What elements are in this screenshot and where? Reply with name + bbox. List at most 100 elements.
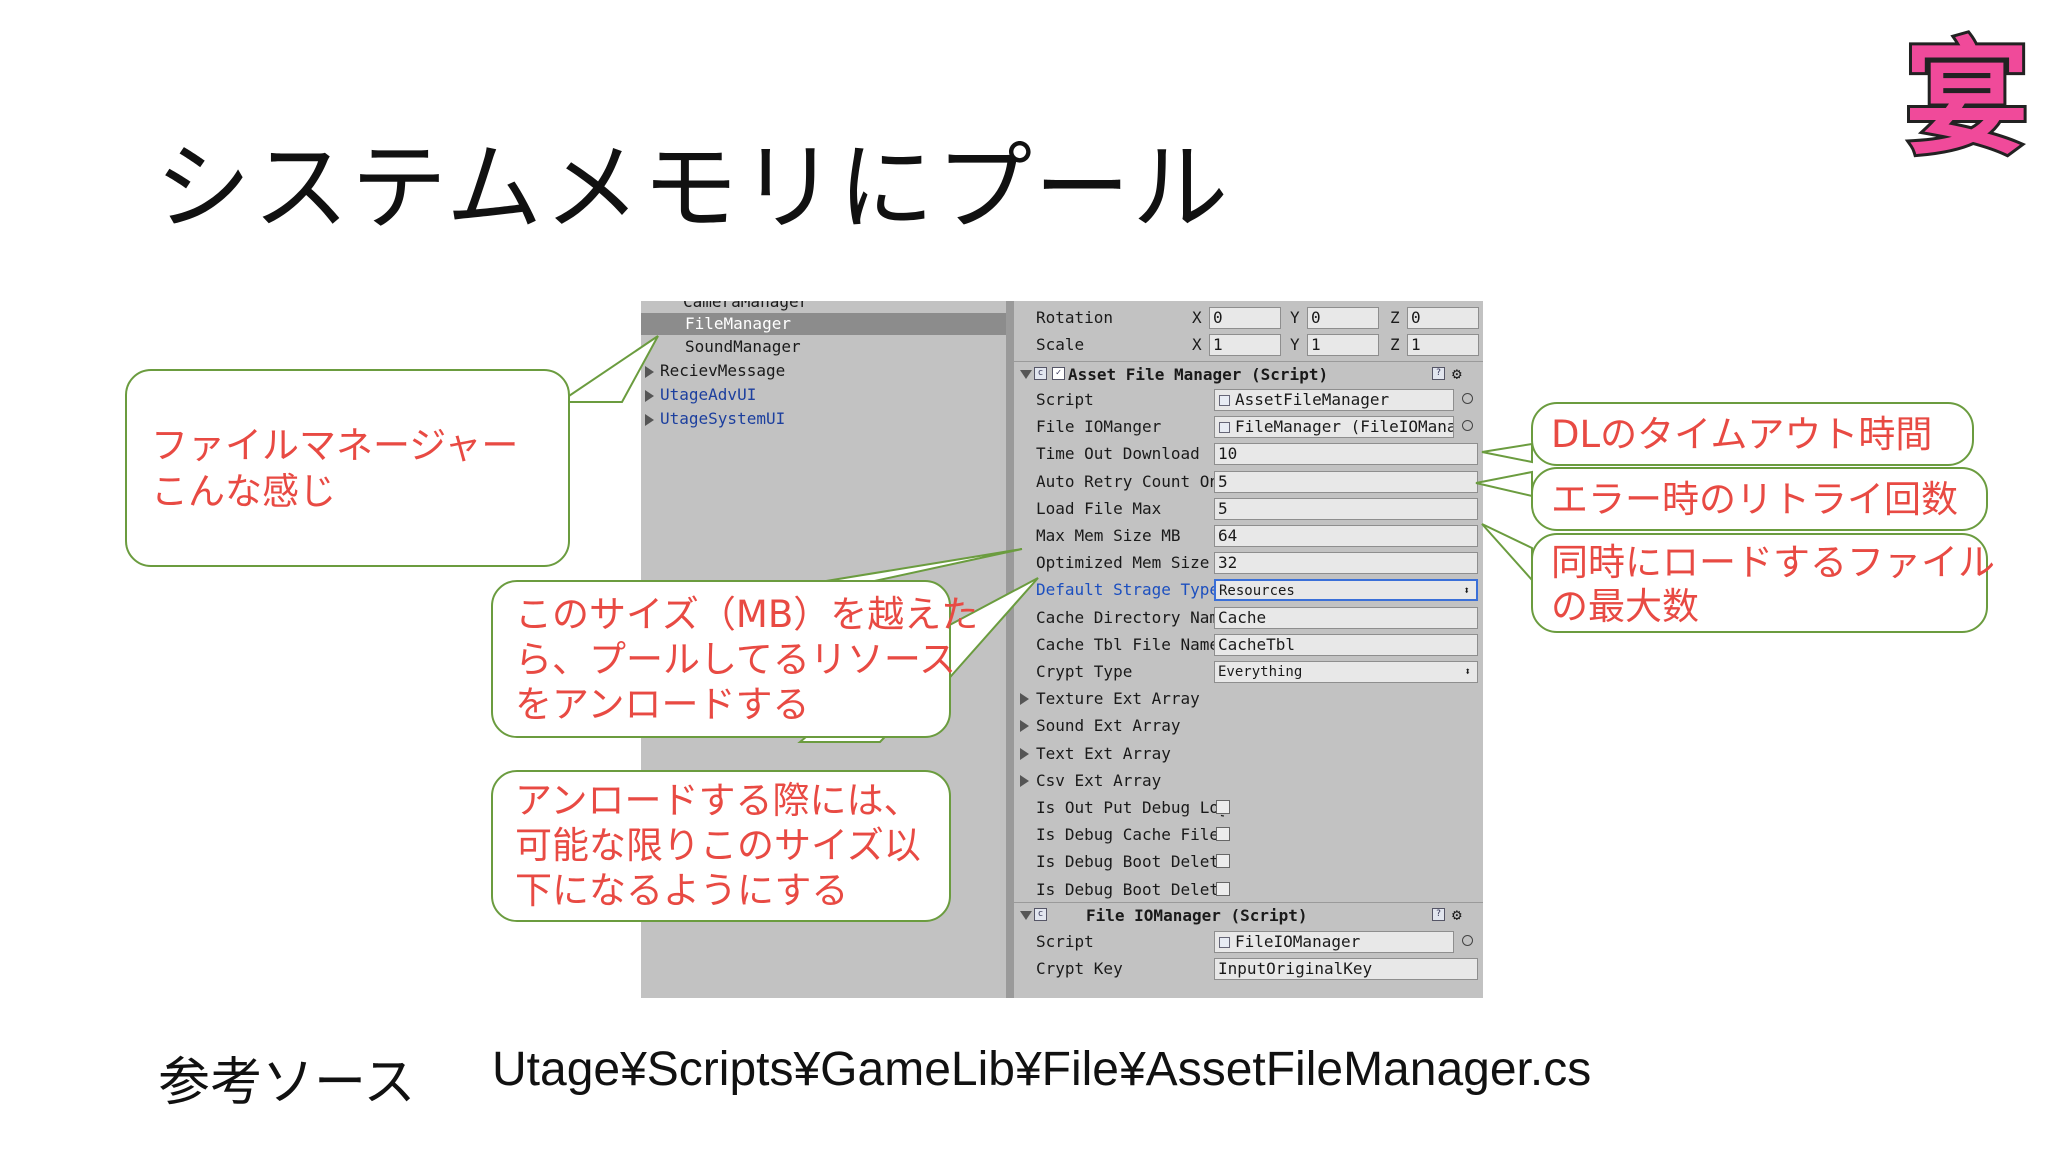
dropdown-field[interactable]: Resources⬍: [1214, 579, 1478, 602]
text-field[interactable]: InputOriginalKey: [1214, 958, 1478, 981]
callout-line: の最大数: [1551, 585, 1699, 628]
axis-label: Z: [1390, 335, 1400, 354]
rotation-z-field[interactable]: 0: [1407, 307, 1479, 329]
inspector-field-row: Text Ext Array: [1014, 741, 1483, 767]
axis-label: Y: [1290, 335, 1300, 354]
field-value: 10: [1218, 444, 1238, 464]
checkbox[interactable]: [1216, 854, 1230, 869]
help-icon[interactable]: ?: [1432, 908, 1445, 921]
field-label[interactable]: Sound Ext Array: [1036, 716, 1181, 736]
axis-label: X: [1192, 308, 1202, 327]
field-label[interactable]: Csv Ext Array: [1036, 770, 1162, 790]
expand-arrow-icon[interactable]: [645, 413, 654, 426]
field-label: Is Debug Boot Delete: [1036, 852, 1224, 872]
rotation-y-field[interactable]: 0: [1307, 307, 1379, 329]
field-value: 5: [1218, 498, 1228, 518]
gear-icon[interactable]: ⚙: [1452, 905, 1462, 924]
footer-label: 参考ソース: [158, 1053, 416, 1113]
hierarchy-item-utageadvui[interactable]: UtageAdvUI: [645, 384, 1006, 406]
object-picker-icon[interactable]: [1462, 935, 1473, 946]
field-label: Cache Tbl File Name: [1036, 634, 1220, 654]
checkbox[interactable]: [1216, 800, 1230, 814]
checkbox[interactable]: [1216, 881, 1230, 896]
panel-splitter[interactable]: [1006, 301, 1014, 998]
field-label: Script: [1036, 390, 1094, 409]
foldout-arrow-icon[interactable]: [1020, 911, 1032, 920]
field-label: Is Out Put Debug Log: [1036, 798, 1224, 817]
field-value: 32: [1218, 553, 1238, 573]
hierarchy-item-recievmessage[interactable]: RecievMessage: [645, 360, 1006, 382]
foldout-arrow-icon[interactable]: [1020, 693, 1029, 706]
checkbox[interactable]: [1216, 827, 1230, 842]
inspector-field-row: Script FileIOManager: [1014, 929, 1483, 955]
scale-x-field[interactable]: 1: [1209, 334, 1281, 356]
leader-timeout: [1481, 442, 1533, 464]
scale-z-field[interactable]: 1: [1407, 334, 1479, 356]
foldout-arrow-icon[interactable]: [1020, 747, 1029, 760]
field-label: Script: [1036, 932, 1094, 951]
field-label: Time Out Download: [1036, 444, 1200, 464]
expand-arrow-icon[interactable]: [645, 365, 654, 378]
hierarchy-item-label: RecievMessage: [660, 361, 786, 380]
inspector-field-row: Is Debug Boot Delete: [1014, 849, 1483, 875]
foldout-arrow-icon[interactable]: [1020, 774, 1029, 787]
dropdown-field[interactable]: Everything⬍: [1214, 661, 1478, 683]
component-title: File IOManager (Script): [1086, 906, 1308, 925]
hierarchy-item-label: CameraManager: [683, 301, 809, 311]
field-label[interactable]: Texture Ext Array: [1036, 689, 1200, 709]
callout-line: をアンロードする: [515, 683, 810, 726]
foldout-arrow-icon[interactable]: [1020, 370, 1032, 379]
hierarchy-item-filemanager[interactable]: FileManager: [641, 313, 1006, 335]
hierarchy-item[interactable]: CameraManager: [641, 301, 1006, 313]
field-label: Load File Max: [1036, 498, 1162, 518]
script-icon: c: [1034, 908, 1047, 921]
inspector-field-row: Sound Ext Array: [1014, 713, 1483, 739]
component-header-file-io-manager[interactable]: c File IOManager (Script) ? ⚙: [1014, 902, 1483, 929]
text-field[interactable]: 32: [1214, 552, 1478, 575]
object-field[interactable]: FileManager (FileIOManag: [1214, 416, 1454, 439]
help-icon[interactable]: ?: [1432, 367, 1445, 380]
callout-optimized-mem: アンロードする際には、 可能な限りこのサイズ以 下になるようにする: [491, 770, 951, 922]
object-field[interactable]: AssetFileManager: [1214, 389, 1454, 411]
script-object-icon: [1219, 422, 1230, 434]
field-label[interactable]: Text Ext Array: [1036, 743, 1171, 763]
transform-rotation-row: Rotation X 0 Y 0 Z 0: [1014, 305, 1483, 331]
object-picker-icon[interactable]: [1462, 393, 1473, 404]
object-field[interactable]: FileIOManager: [1214, 931, 1454, 953]
axis-label: Y: [1290, 308, 1300, 327]
scale-y-field[interactable]: 1: [1307, 334, 1379, 356]
text-field[interactable]: CacheTbl: [1214, 633, 1478, 656]
footer-source-path: Utage¥Scripts¥GameLib¥File¥AssetFileMana…: [492, 1043, 1592, 1096]
rotation-x-field[interactable]: 0: [1209, 307, 1281, 329]
axis-label: X: [1192, 335, 1202, 354]
hierarchy-item-utagesystemui[interactable]: UtageSystemUI: [645, 408, 1006, 430]
hierarchy-item-soundmanager[interactable]: SoundManager: [641, 336, 1006, 358]
callout-timeout: DLのタイムアウト時間: [1531, 402, 1974, 466]
field-label: Max Mem Size MB: [1036, 526, 1181, 545]
enable-checkbox[interactable]: ✓: [1052, 367, 1065, 380]
field-value: CacheTbl: [1218, 634, 1296, 654]
text-field[interactable]: Cache: [1214, 606, 1478, 629]
text-field[interactable]: 5: [1214, 470, 1478, 493]
inspector-field-row: Texture Ext Array: [1014, 686, 1483, 712]
text-field[interactable]: 64: [1214, 525, 1478, 547]
inspector-field-row: Is Debug Boot Delete: [1014, 877, 1483, 903]
logo-glyph: 宴: [1905, 28, 2029, 170]
text-field[interactable]: 10: [1214, 443, 1478, 466]
text-field[interactable]: 5: [1214, 497, 1478, 520]
callout-line: ファイルマネージャー: [151, 424, 519, 467]
foldout-arrow-icon[interactable]: [1020, 720, 1029, 733]
leader-max-mem: [819, 548, 1023, 583]
gear-icon[interactable]: ⚙: [1452, 364, 1462, 383]
component-header-asset-file-manager[interactable]: c ✓ Asset File Manager (Script) ? ⚙: [1014, 361, 1483, 388]
object-picker-icon[interactable]: [1462, 420, 1473, 432]
expand-arrow-icon[interactable]: [645, 389, 654, 402]
inspector-field-row: Time Out Download 10: [1014, 441, 1483, 467]
hierarchy-item-label: UtageSystemUI: [660, 409, 786, 428]
callout-line: ら、プールしてるリソース: [515, 638, 957, 681]
callout-line: 可能な限りこのサイズ以: [515, 824, 921, 867]
